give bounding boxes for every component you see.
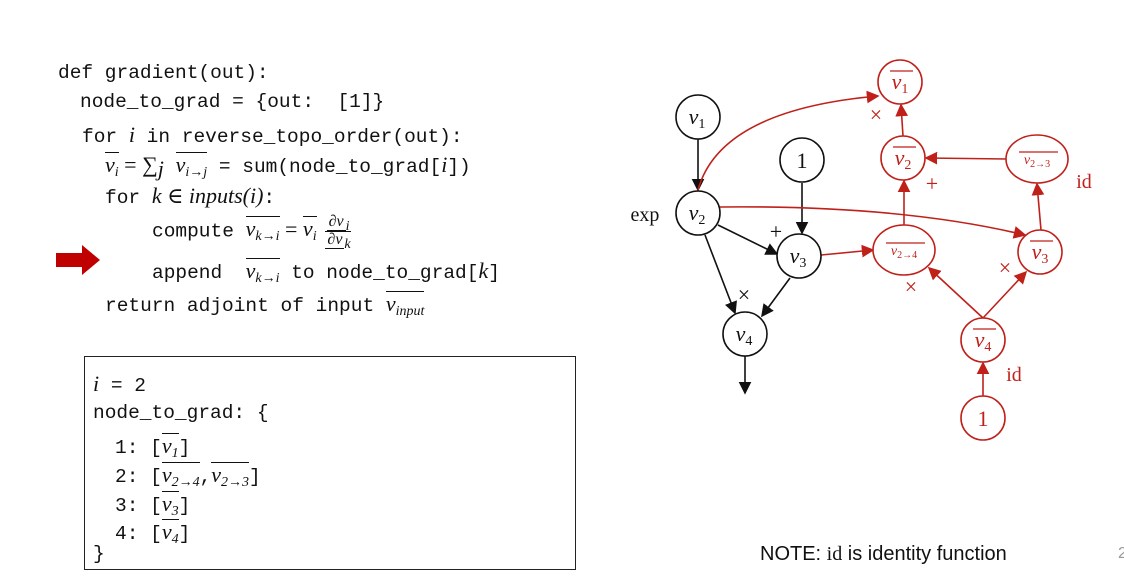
op-adj-times-1: × (870, 102, 882, 127)
op-adj-plus: + (926, 171, 938, 196)
node-v2to3-bar: v2→3 (1024, 153, 1050, 170)
code-line-def: def gradient(out): (58, 62, 269, 84)
forward-node-shapes (675, 94, 825, 357)
node-v2-bar: v2 (895, 145, 912, 173)
note-text: NOTE: id is identity function (760, 543, 1007, 565)
node-v1-bar: v1 (892, 69, 909, 97)
code-line-init: node_to_grad = {out: [1]} (80, 91, 385, 113)
edge-v2-v3bar (719, 206, 1027, 239)
edge-v3-v24 (820, 244, 875, 258)
edge-v2-v1bar (697, 90, 880, 191)
node-v1: v1 (689, 104, 706, 132)
code-line-for-k: for k ∈ inputs(i): (105, 183, 276, 209)
edge-v2bar-v1bar (895, 103, 909, 137)
vbar-i: vi (105, 152, 119, 180)
state-entry-2: 2: [v2→4,v2→3] (115, 462, 261, 490)
code-line-sum: vi = ∑j vi→j = sum(node_to_grad[i]) (105, 152, 471, 181)
state-header: node_to_grad: { (93, 402, 269, 424)
node-v2to4-bar: v2→4 (891, 244, 917, 261)
edge-v4bar-v24 (927, 266, 984, 319)
vbar-i-to-j: vi→j (175, 152, 208, 180)
edge-v3-v4 (761, 277, 791, 318)
state-i: i = 2 (93, 371, 146, 397)
adjoint-overlines (886, 70, 1058, 330)
code-line-return: return adjoint of input vinput (105, 291, 425, 319)
current-line-arrow-icon (56, 245, 100, 275)
node-v3: v3 (790, 243, 807, 271)
state-entry-1: 1: [v1] (115, 433, 191, 461)
op-adj-times-3: × (999, 255, 1011, 280)
op-plus: + (770, 219, 782, 244)
node-const-1: 1 (797, 148, 808, 173)
op-times: × (738, 282, 750, 307)
node-adjoint-const-1: 1 (978, 406, 989, 431)
adjoint-edges (697, 90, 1045, 396)
node-v4-bar: v4 (975, 327, 992, 355)
edge-v4bar-v3bar (982, 270, 1028, 319)
op-exp: exp (631, 204, 660, 226)
state-close: } (93, 543, 105, 565)
node-v3-bar: v3 (1032, 239, 1049, 267)
node-v2: v2 (689, 200, 706, 228)
edge-v3bar-v23 (1031, 182, 1045, 231)
node-v4: v4 (736, 321, 753, 349)
edge-v2-v3 (717, 224, 779, 255)
page-number: 2 (1118, 545, 1124, 562)
edge-v23-v2bar (924, 151, 1008, 165)
code-line-for-i: for i in reverse_topo_order(out): (82, 122, 463, 148)
state-box: i = 2 node_to_grad: { 1: [v1] 2: [v2→4,v… (84, 356, 576, 570)
edge-v2-v4 (704, 234, 737, 315)
state-entry-3: 3: [v3] (115, 491, 191, 519)
op-adj-id-2: id (1006, 364, 1022, 386)
op-adj-id-1: id (1076, 171, 1092, 193)
op-adj-times-2: × (905, 274, 917, 299)
state-entry-4: 4: [v4] (115, 519, 191, 547)
code-line-append: append vk→i to node_to_grad[k] (152, 258, 500, 286)
